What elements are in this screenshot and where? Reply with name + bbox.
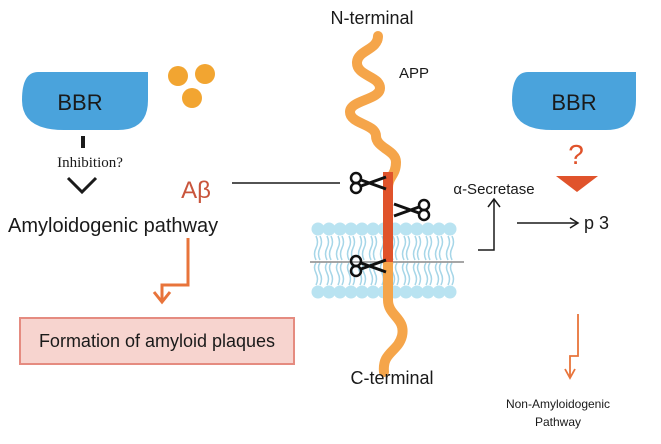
lipid-tail	[368, 235, 374, 261]
lipid-tail	[412, 262, 418, 286]
left-bbr-badge: BBR	[22, 72, 148, 130]
lipid-tail	[394, 235, 400, 261]
non-amyloidogenic-label: Non-Amyloidogenic	[506, 397, 610, 411]
lipid-head	[344, 285, 358, 299]
lipid-tail	[423, 235, 429, 261]
lipid-tail	[361, 235, 367, 261]
plaque-arrow	[152, 238, 190, 305]
lipid-head	[344, 222, 358, 236]
abeta-label: Aβ	[181, 177, 211, 204]
lipid-tail	[346, 262, 352, 286]
lipid-head	[443, 222, 457, 236]
app-protein	[344, 31, 408, 377]
lipid-tail	[401, 262, 407, 286]
lipid-head	[432, 222, 446, 236]
lipid-tail	[324, 262, 330, 286]
lipid-tail	[416, 262, 422, 286]
lipid-head	[311, 285, 325, 299]
lipid-tail	[339, 235, 345, 261]
lipid-tail	[449, 235, 455, 261]
secretase-arrow	[478, 197, 501, 251]
lipid-head	[399, 222, 413, 236]
lipid-head	[410, 285, 424, 299]
lipid-tail	[317, 262, 323, 286]
p3-label: p 3	[584, 213, 609, 233]
lipid-head	[311, 222, 325, 236]
lipid-tail	[412, 235, 418, 261]
amyloidogenic-pathway-label: Amyloidogenic pathway	[8, 215, 218, 237]
lipid-tail	[449, 262, 455, 286]
lipid-tail	[324, 235, 330, 261]
lipid-tail	[427, 235, 433, 261]
lipid-head	[443, 285, 457, 299]
lipid-tail	[427, 262, 433, 286]
right-red-arrowhead	[556, 176, 598, 192]
lipid-head	[421, 285, 435, 299]
inhibition-arrow	[66, 176, 98, 195]
lipid-tail	[313, 262, 319, 286]
lipid-tail	[372, 235, 378, 261]
inhibition-tick	[81, 136, 85, 148]
amyloid-plaques-box: Formation of amyloid plaques	[19, 317, 295, 365]
scissors-icon	[349, 171, 387, 195]
p3-arrow	[517, 217, 580, 229]
lipid-tail	[405, 262, 411, 286]
question-mark: ?	[568, 139, 584, 170]
n-terminal-label: N-terminal	[330, 8, 413, 28]
lipid-head	[421, 222, 435, 236]
lipid-tail	[416, 235, 422, 261]
lipid-head	[432, 285, 446, 299]
pathway-label: Pathway	[535, 415, 581, 429]
scissors-icon	[349, 254, 387, 278]
alpha-secretase-label: α-Secretase	[453, 181, 534, 198]
lipid-tail	[328, 235, 334, 261]
lipid-tail	[423, 262, 429, 286]
lipid-head	[366, 222, 380, 236]
lipid-head	[322, 285, 336, 299]
lipid-tail	[346, 235, 352, 261]
lipid-tail	[335, 235, 341, 261]
lipid-head	[366, 285, 380, 299]
app-label: APP	[399, 65, 429, 82]
c-terminal-label: C-terminal	[350, 368, 433, 388]
lipid-head	[333, 285, 347, 299]
lipid-tail	[313, 235, 319, 261]
lipid-head	[410, 222, 424, 236]
lipid-tail	[405, 235, 411, 261]
scissors-icon	[393, 198, 431, 222]
right-bbr-badge: BBR	[512, 72, 636, 130]
lipid-head	[322, 222, 336, 236]
lipid-tail	[445, 235, 451, 261]
amyloid-plaques-label: Formation of amyloid plaques	[39, 331, 275, 351]
non-amyloid-arrow	[564, 314, 579, 380]
berberine-particles	[168, 64, 215, 108]
lipid-tail	[339, 262, 345, 286]
lipid-tail	[401, 235, 407, 261]
lipid-tail	[394, 262, 400, 286]
lipid-tail	[438, 235, 444, 261]
lipid-tail	[335, 262, 341, 286]
lipid-tail	[434, 235, 440, 261]
lipid-tail	[328, 262, 334, 286]
lipid-tail	[438, 262, 444, 286]
lipid-tail	[361, 262, 367, 286]
right-bbr-label: BBR	[551, 90, 596, 115]
lipid-tail	[434, 262, 440, 286]
left-bbr-label: BBR	[57, 90, 102, 115]
lipid-tail	[317, 235, 323, 261]
lipid-tail	[445, 262, 451, 286]
inhibition-label: Inhibition?	[57, 155, 123, 171]
lipid-head	[355, 285, 369, 299]
lipid-head	[399, 285, 413, 299]
lipid-head	[355, 222, 369, 236]
lipid-head	[333, 222, 347, 236]
